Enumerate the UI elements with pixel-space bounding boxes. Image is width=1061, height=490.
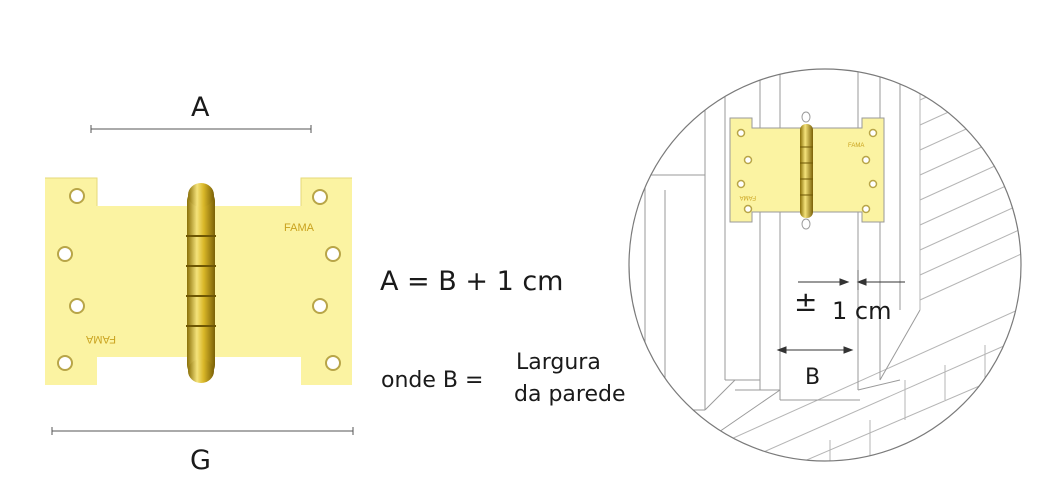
detail-brand-logo-mirrored: FAMA (740, 194, 756, 200)
formula-text: A = B + 1 cm (380, 266, 564, 297)
dimension-a-label: A (191, 92, 210, 123)
screw-hole (69, 188, 85, 204)
brand-logo-mirrored: FAMA (85, 333, 116, 345)
screw-holes (57, 188, 341, 371)
detail-hinge: FAMA FAMA (729, 111, 885, 230)
detail-brand-logo: FAMA (848, 143, 864, 149)
dimension-line-a (90, 125, 312, 133)
dimension-line-g (51, 427, 354, 435)
tolerance-arrows (798, 270, 905, 290)
hinge-left-leaf (45, 177, 200, 385)
dimension-g-label: G (190, 445, 211, 476)
wall-width-line1: Largura (516, 350, 601, 375)
screw-hole (57, 355, 73, 371)
screw-hole (325, 355, 341, 371)
wall-width-arrow (776, 346, 854, 354)
tolerance-label: 1 cm (832, 297, 891, 325)
detail-circle: FAMA FAMA ± 1 cm B (629, 69, 1021, 461)
brand-logo: FAMA (284, 222, 315, 234)
screw-hole (312, 298, 328, 314)
screw-hole (69, 298, 85, 314)
screw-hole (57, 246, 73, 262)
hinge-knuckle (186, 183, 216, 383)
detail-circle-border (628, 68, 1022, 462)
plus-minus-sign: ± (794, 285, 817, 318)
screw-hole (325, 246, 341, 262)
hinge-right-leaf (200, 177, 352, 385)
onde-prefix: onde B = (381, 368, 484, 393)
screw-hole (312, 189, 328, 205)
wall-width-line2: da parede (514, 382, 626, 407)
wall-width-label: B (805, 365, 820, 390)
